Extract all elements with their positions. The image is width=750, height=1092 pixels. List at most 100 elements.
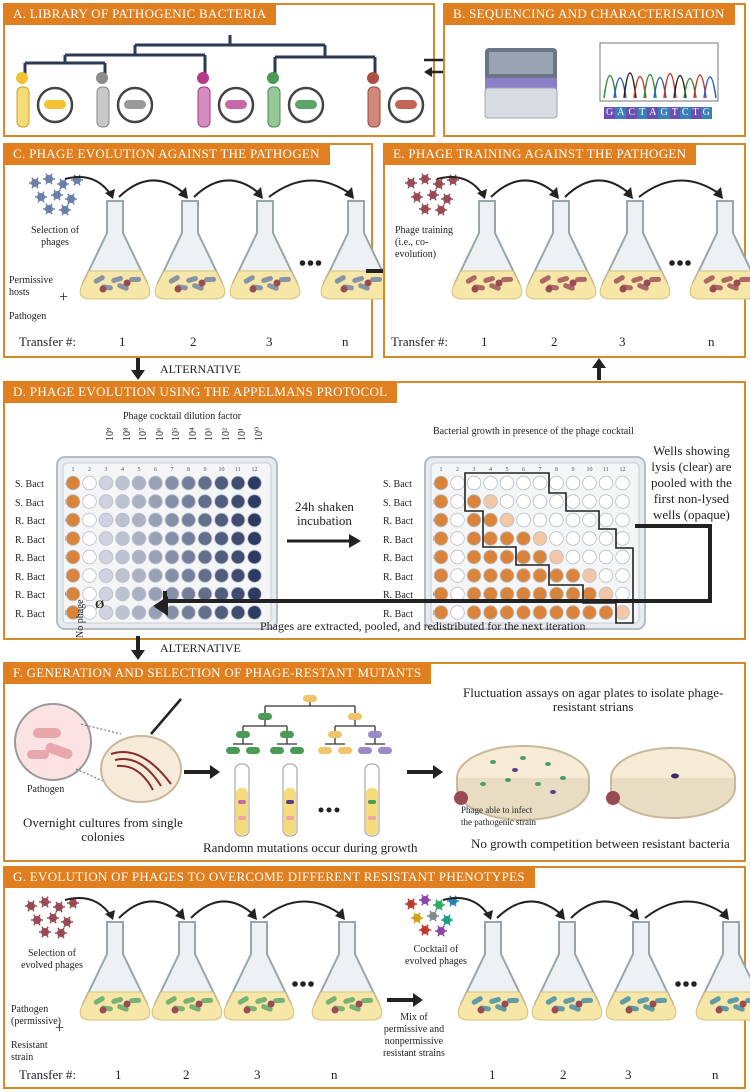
plate-well xyxy=(582,494,597,509)
transfer-arrow xyxy=(262,900,344,919)
plate-well xyxy=(483,568,498,583)
plate-well xyxy=(615,549,630,565)
resistant-label: Resistant strain xyxy=(11,1040,48,1063)
plate-well xyxy=(65,475,81,491)
phage-icon xyxy=(419,173,431,185)
phage-icon xyxy=(57,178,69,190)
transfer-arrow xyxy=(118,179,187,198)
transfer-3: 3 xyxy=(619,334,626,349)
plate-well xyxy=(98,531,114,546)
transfer-label: Transfer #: xyxy=(19,1067,76,1082)
ellipsis-dots xyxy=(292,981,314,987)
arrowhead xyxy=(555,908,565,920)
arrowhead xyxy=(105,189,115,199)
plate-well xyxy=(131,531,147,546)
plate-well xyxy=(582,568,597,583)
plate-col-label: 11 xyxy=(235,467,241,473)
plate-well xyxy=(197,475,213,491)
plate-well xyxy=(549,494,564,509)
plate-col-label: 1 xyxy=(440,467,443,473)
arrowhead xyxy=(178,187,188,199)
phage-icon xyxy=(65,193,77,205)
phage-icon xyxy=(51,189,63,201)
plate-well xyxy=(148,494,163,509)
base: G xyxy=(700,107,712,119)
plate-well xyxy=(164,568,180,583)
transfer-3: 3 xyxy=(625,1067,632,1082)
plate-well xyxy=(549,531,564,546)
flask-icon xyxy=(320,200,392,300)
plate-well xyxy=(181,531,196,546)
plate-well xyxy=(466,494,482,509)
plate-well xyxy=(98,586,114,602)
plate-well xyxy=(499,475,515,491)
plate-well xyxy=(532,512,548,528)
transfer-n: n xyxy=(712,1067,719,1082)
plate-well xyxy=(115,568,130,583)
plate-well xyxy=(115,512,130,528)
transfer-2: 2 xyxy=(560,1067,567,1082)
plate-well xyxy=(164,549,180,565)
phage-icon xyxy=(405,177,417,189)
plate-well xyxy=(247,531,262,546)
panel-e: E. PHAGE TRAINING AGAINST THE PATHOGEN P… xyxy=(383,143,750,358)
f-arrow-1 xyxy=(184,765,220,779)
plate-col-label: 10 xyxy=(587,467,593,473)
plate-well xyxy=(615,475,630,491)
transfer-n: n xyxy=(331,1067,338,1082)
phage-icon xyxy=(53,901,65,913)
plate-well xyxy=(65,568,81,583)
culture-tube-icon xyxy=(234,763,250,837)
transfer-arrow xyxy=(496,900,564,919)
phage-icon xyxy=(47,912,59,924)
mutation-lineage-tree xyxy=(226,695,392,837)
plate-col-label: 5 xyxy=(138,467,141,473)
flask-icon xyxy=(151,921,223,1021)
bacteria-row-label: R. Bact xyxy=(383,534,413,546)
plate-well xyxy=(466,568,482,583)
plate-well xyxy=(466,549,482,565)
phage-icon xyxy=(441,914,453,926)
plate-well xyxy=(131,512,147,528)
plate-well xyxy=(582,605,597,620)
plate-col-label: 6 xyxy=(522,467,525,473)
base: T xyxy=(669,107,680,119)
plate-well xyxy=(131,568,147,583)
plate-well xyxy=(197,531,213,546)
phage-icon xyxy=(427,189,439,201)
plate-well xyxy=(65,512,81,528)
plate-well xyxy=(181,568,196,583)
plate-well xyxy=(214,531,229,546)
plate-well xyxy=(148,586,163,602)
plate-well xyxy=(82,586,97,602)
bacterium-icon xyxy=(258,713,272,720)
culture-tube-icon xyxy=(364,763,380,837)
plate-well xyxy=(230,605,246,620)
pathogen-label: Pathogen xyxy=(27,784,65,795)
plate-well xyxy=(565,475,581,491)
plate-well xyxy=(214,512,229,528)
bacteria-tube-yellow xyxy=(16,72,74,128)
bacterium-icon xyxy=(368,731,382,738)
plate-well xyxy=(582,531,597,546)
plate-col-label: 8 xyxy=(555,467,558,473)
plate-well xyxy=(598,549,614,565)
plate-well xyxy=(148,475,163,491)
flask-icon xyxy=(229,200,301,300)
bacteria-row-label: R. Bact xyxy=(15,553,45,564)
transfer-1: 1 xyxy=(119,334,126,349)
plate-col-label: 10 xyxy=(219,467,225,473)
flask-icon xyxy=(79,921,151,1021)
plate-col-label: 5 xyxy=(506,467,509,473)
plate-well xyxy=(516,512,531,528)
panel-c: C. PHAGE EVOLUTION AGAINST THE PATHOGEN … xyxy=(3,143,392,358)
bacterium-icon xyxy=(358,747,372,754)
plate-well xyxy=(181,512,196,528)
plate-well xyxy=(433,605,449,620)
base: C xyxy=(626,107,638,119)
base: A xyxy=(615,107,627,119)
base: T xyxy=(690,107,701,119)
panel-a-title: A. LIBRARY OF PATHOGENIC BACTERIA xyxy=(3,3,277,25)
plate-well xyxy=(230,475,246,491)
selection-evolved-label: Selection of evolved phages xyxy=(21,948,83,971)
